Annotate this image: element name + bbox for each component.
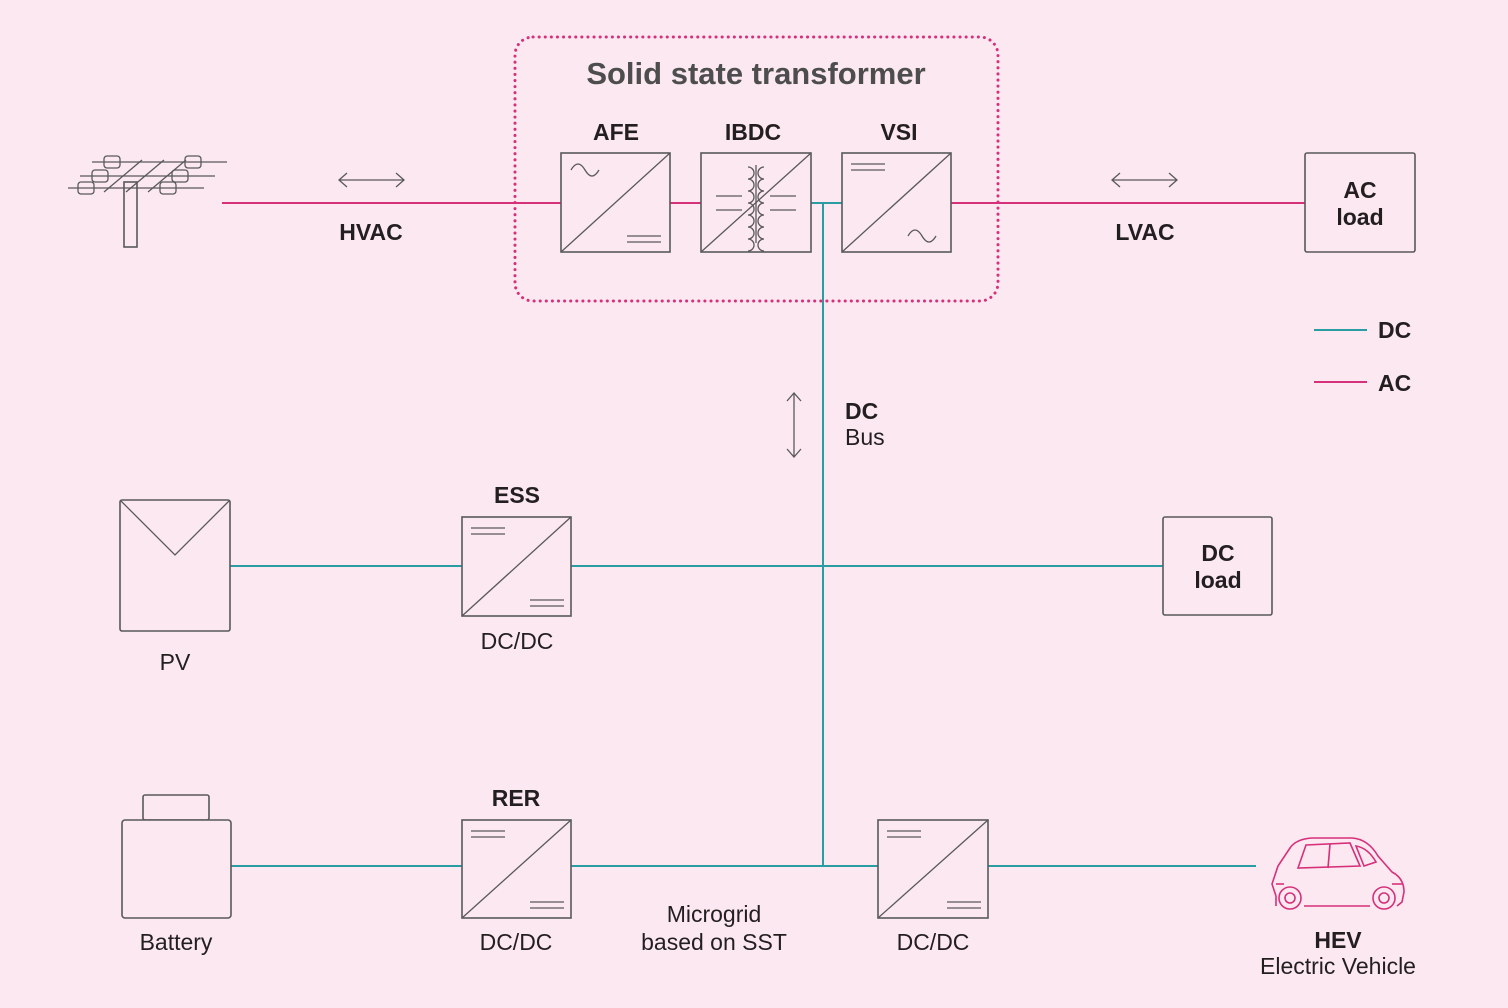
rer-type-label: DC/DC: [480, 929, 553, 955]
battery-label: Battery: [140, 929, 213, 955]
hvac-arrow-icon: [338, 172, 405, 188]
dc-load-line1: DC: [1201, 540, 1234, 566]
hev-sublabel: Electric Vehicle: [1260, 953, 1416, 979]
dc-load-line2: load: [1194, 567, 1241, 593]
legend: DC AC: [1314, 317, 1411, 396]
microgrid-label-line1: Microgrid: [667, 901, 762, 927]
dc-bus-sublabel: Bus: [845, 424, 885, 450]
ibdc-converter: [700, 152, 812, 253]
ac-load-box: AC load: [1304, 152, 1416, 253]
afe-label: AFE: [593, 119, 639, 145]
dc-load-box: DC load: [1162, 516, 1273, 616]
legend-dc-label: DC: [1378, 317, 1411, 343]
microgrid-label-line2: based on SST: [641, 929, 787, 955]
ac-load-line2: load: [1336, 204, 1383, 230]
legend-ac-label: AC: [1378, 370, 1411, 396]
dc-bus-label: DC: [845, 398, 878, 424]
rer-label: RER: [492, 785, 541, 811]
rer-converter: [461, 819, 572, 919]
lvac-label: LVAC: [1115, 219, 1174, 245]
vsi-label: VSI: [880, 119, 917, 145]
electric-car-icon: [1271, 837, 1405, 910]
hev-label: HEV: [1314, 927, 1362, 953]
sst-title: Solid state transformer: [586, 56, 925, 91]
ibdc-label: IBDC: [725, 119, 781, 145]
ess-label: ESS: [494, 482, 540, 508]
ac-load-line1: AC: [1343, 177, 1376, 203]
ess-converter: [461, 516, 572, 617]
power-pole-icon: [68, 155, 227, 248]
pv-label: PV: [160, 649, 191, 675]
transformer-icon: [716, 165, 796, 252]
hvac-label: HVAC: [339, 219, 402, 245]
battery-icon: [121, 794, 232, 919]
vsi-converter: [841, 152, 952, 253]
pv-panel-icon: [119, 499, 231, 632]
lvac-arrow-icon: [1111, 172, 1178, 188]
hev-converter: [877, 819, 989, 919]
ess-type-label: DC/DC: [481, 628, 554, 654]
dc-bus-arrow-icon: [786, 392, 802, 458]
afe-converter: [560, 152, 671, 253]
dc-lines: [230, 202, 1256, 867]
hev-converter-type-label: DC/DC: [897, 929, 970, 955]
